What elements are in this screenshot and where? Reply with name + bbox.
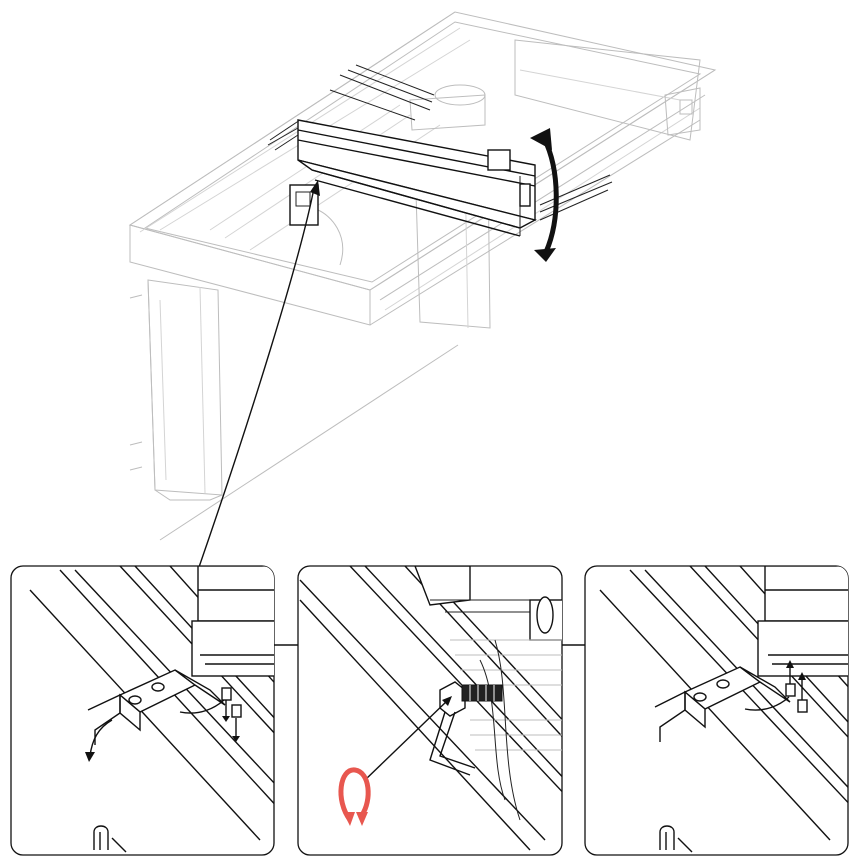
detail-panel-3 [584, 565, 849, 856]
rotate-arrow-icon [338, 767, 371, 826]
desk-frame-overview [128, 11, 717, 541]
tilt-arrow-icon [530, 128, 559, 262]
hand-symbol-icon [93, 825, 127, 853]
detail-panel-1 [10, 565, 275, 856]
leader-line [197, 180, 320, 571]
hand-symbol-icon [659, 825, 693, 853]
cross-beam [267, 64, 613, 237]
detail-panel-2 [297, 565, 563, 856]
